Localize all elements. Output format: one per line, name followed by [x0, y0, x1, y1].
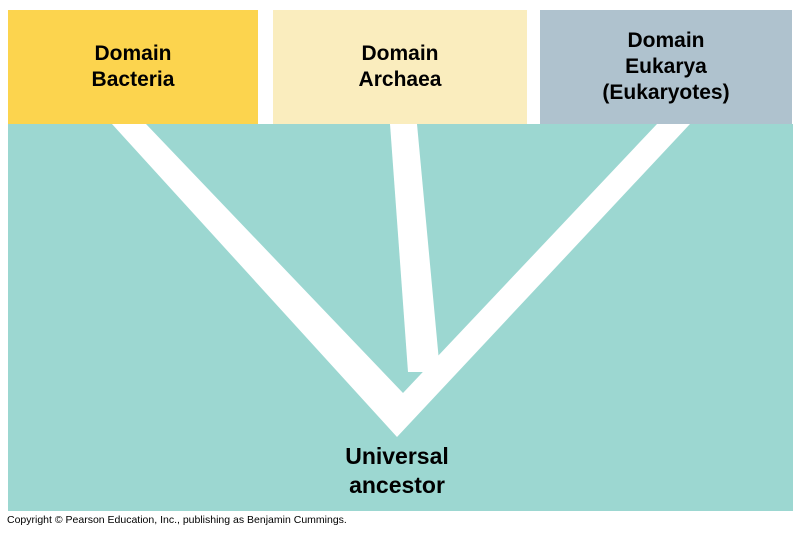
branch-lines: [112, 124, 690, 437]
copyright-text: Copyright © Pearson Education, Inc., pub…: [7, 514, 347, 526]
domain-archaea-box: Domain Archaea: [273, 10, 527, 124]
domain-archaea-label: Domain Archaea: [358, 42, 442, 91]
branch-archaea: [390, 124, 440, 372]
domain-bacteria-label: Domain Bacteria: [91, 42, 175, 91]
tree-background: Universal ancestor: [8, 124, 793, 511]
domain-bacteria-box: Domain Bacteria: [8, 10, 258, 124]
domain-eukarya-label: Domain Eukarya (Eukaryotes): [602, 29, 730, 104]
branch-bacteria-eukarya-v: [112, 124, 690, 437]
universal-ancestor-label: Universal ancestor: [345, 443, 449, 498]
domain-eukarya-box: Domain Eukarya (Eukaryotes): [540, 10, 792, 124]
